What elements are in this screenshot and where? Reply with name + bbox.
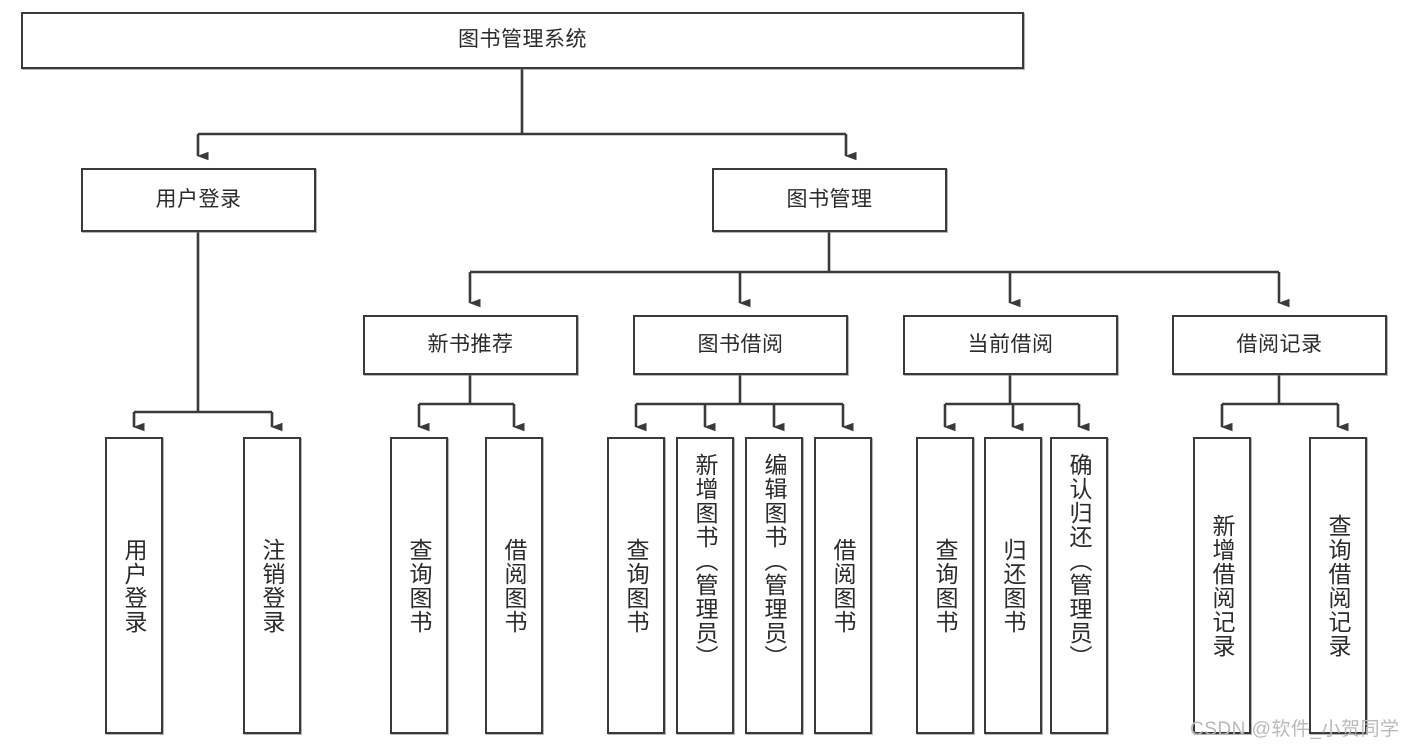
node-label: 借阅图书 <box>830 537 857 634</box>
node-new-book-recommend[interactable]: 新书推荐 <box>363 315 578 375</box>
node-label: 注销登录 <box>259 537 286 634</box>
leaf-borrow-record-query-record[interactable]: 查询借阅记录 <box>1309 437 1367 734</box>
leaf-current-borrow-query-book[interactable]: 查询图书 <box>916 437 974 734</box>
leaf-user-login-login[interactable]: 用户登录 <box>105 437 163 734</box>
node-label: 新书推荐 <box>427 332 514 356</box>
node-label: 用户登录 <box>155 187 242 211</box>
node-label: 借阅记录 <box>1236 332 1323 356</box>
leaf-book-borrow-edit-book-admin[interactable]: 编辑图书（管理员） <box>745 437 803 734</box>
node-label: 新增图书（管理员） <box>692 453 719 669</box>
leaf-new-book-query-book[interactable]: 查询图书 <box>390 437 448 734</box>
leaf-current-borrow-return-book[interactable]: 归还图书 <box>984 437 1042 734</box>
node-label: 查询图书 <box>623 537 650 634</box>
node-label: 查询借阅记录 <box>1325 513 1352 658</box>
leaf-current-borrow-confirm-return-admin[interactable]: 确认归还（管理员） <box>1050 437 1108 734</box>
leaf-user-login-logout[interactable]: 注销登录 <box>243 437 301 734</box>
leaf-new-book-borrow-book[interactable]: 借阅图书 <box>485 437 543 734</box>
leaf-book-borrow-borrow-book[interactable]: 借阅图书 <box>814 437 872 734</box>
node-label: 图书管理 <box>786 187 873 211</box>
node-label: 确认归还（管理员） <box>1066 453 1093 669</box>
node-label: 图书借阅 <box>697 332 784 356</box>
node-label: 当前借阅 <box>967 332 1054 356</box>
node-label: 查询图书 <box>932 537 959 634</box>
node-label: 借阅图书 <box>501 537 528 634</box>
node-label: 查询图书 <box>406 537 433 634</box>
leaf-book-borrow-query-book[interactable]: 查询图书 <box>607 437 665 734</box>
leaf-borrow-record-add-record[interactable]: 新增借阅记录 <box>1193 437 1251 734</box>
node-label: 新增借阅记录 <box>1209 513 1236 658</box>
node-borrow-record[interactable]: 借阅记录 <box>1172 315 1387 375</box>
node-book-borrow[interactable]: 图书借阅 <box>633 315 848 375</box>
node-root-book-management-system[interactable]: 图书管理系统 <box>21 12 1024 69</box>
node-current-borrow[interactable]: 当前借阅 <box>903 315 1118 375</box>
leaf-book-borrow-add-book-admin[interactable]: 新增图书（管理员） <box>676 437 734 734</box>
node-label: 图书管理系统 <box>458 28 587 52</box>
node-label: 归还图书 <box>1000 537 1027 634</box>
node-label: 用户登录 <box>121 537 148 634</box>
node-user-login[interactable]: 用户登录 <box>81 168 316 232</box>
node-label: 编辑图书（管理员） <box>761 453 788 669</box>
watermark: CSDN @软件_小贺同学 <box>1190 719 1400 740</box>
node-book-management[interactable]: 图书管理 <box>712 168 947 232</box>
